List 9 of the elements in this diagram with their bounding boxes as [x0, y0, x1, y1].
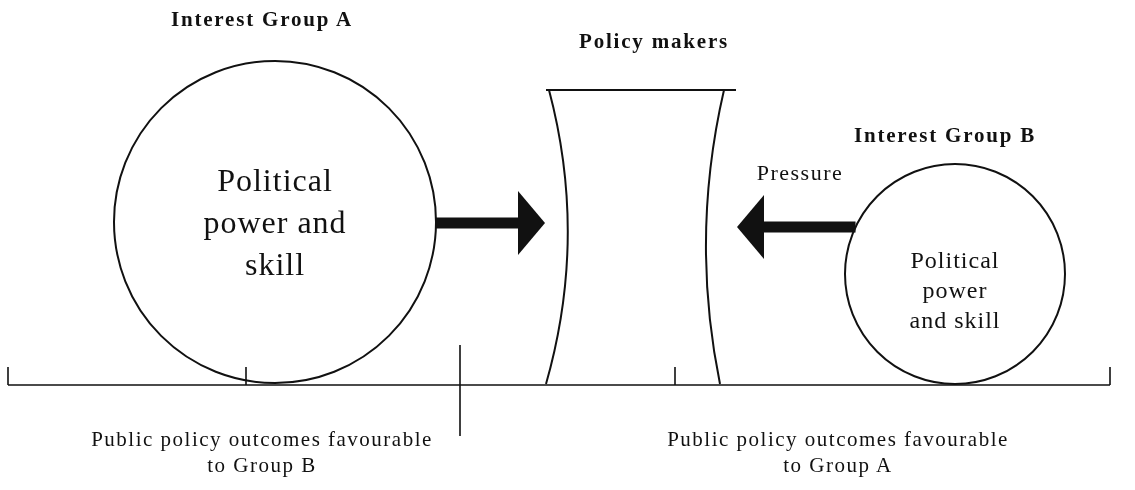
heading-text: Interest Group B — [854, 122, 1036, 148]
body-text: Political power and skill — [908, 246, 1002, 335]
body-text: Political power and skill — [202, 161, 348, 284]
scale-label: Public policy outcomes favourable to Group B — [90, 426, 434, 478]
block-arrow — [436, 191, 545, 255]
heading-text: Interest Group A — [171, 6, 353, 32]
scale-label: Public policy outcomes favourable to Group A — [666, 426, 1010, 478]
heading-text: Policy makers — [579, 28, 729, 54]
block-arrow — [737, 195, 856, 259]
